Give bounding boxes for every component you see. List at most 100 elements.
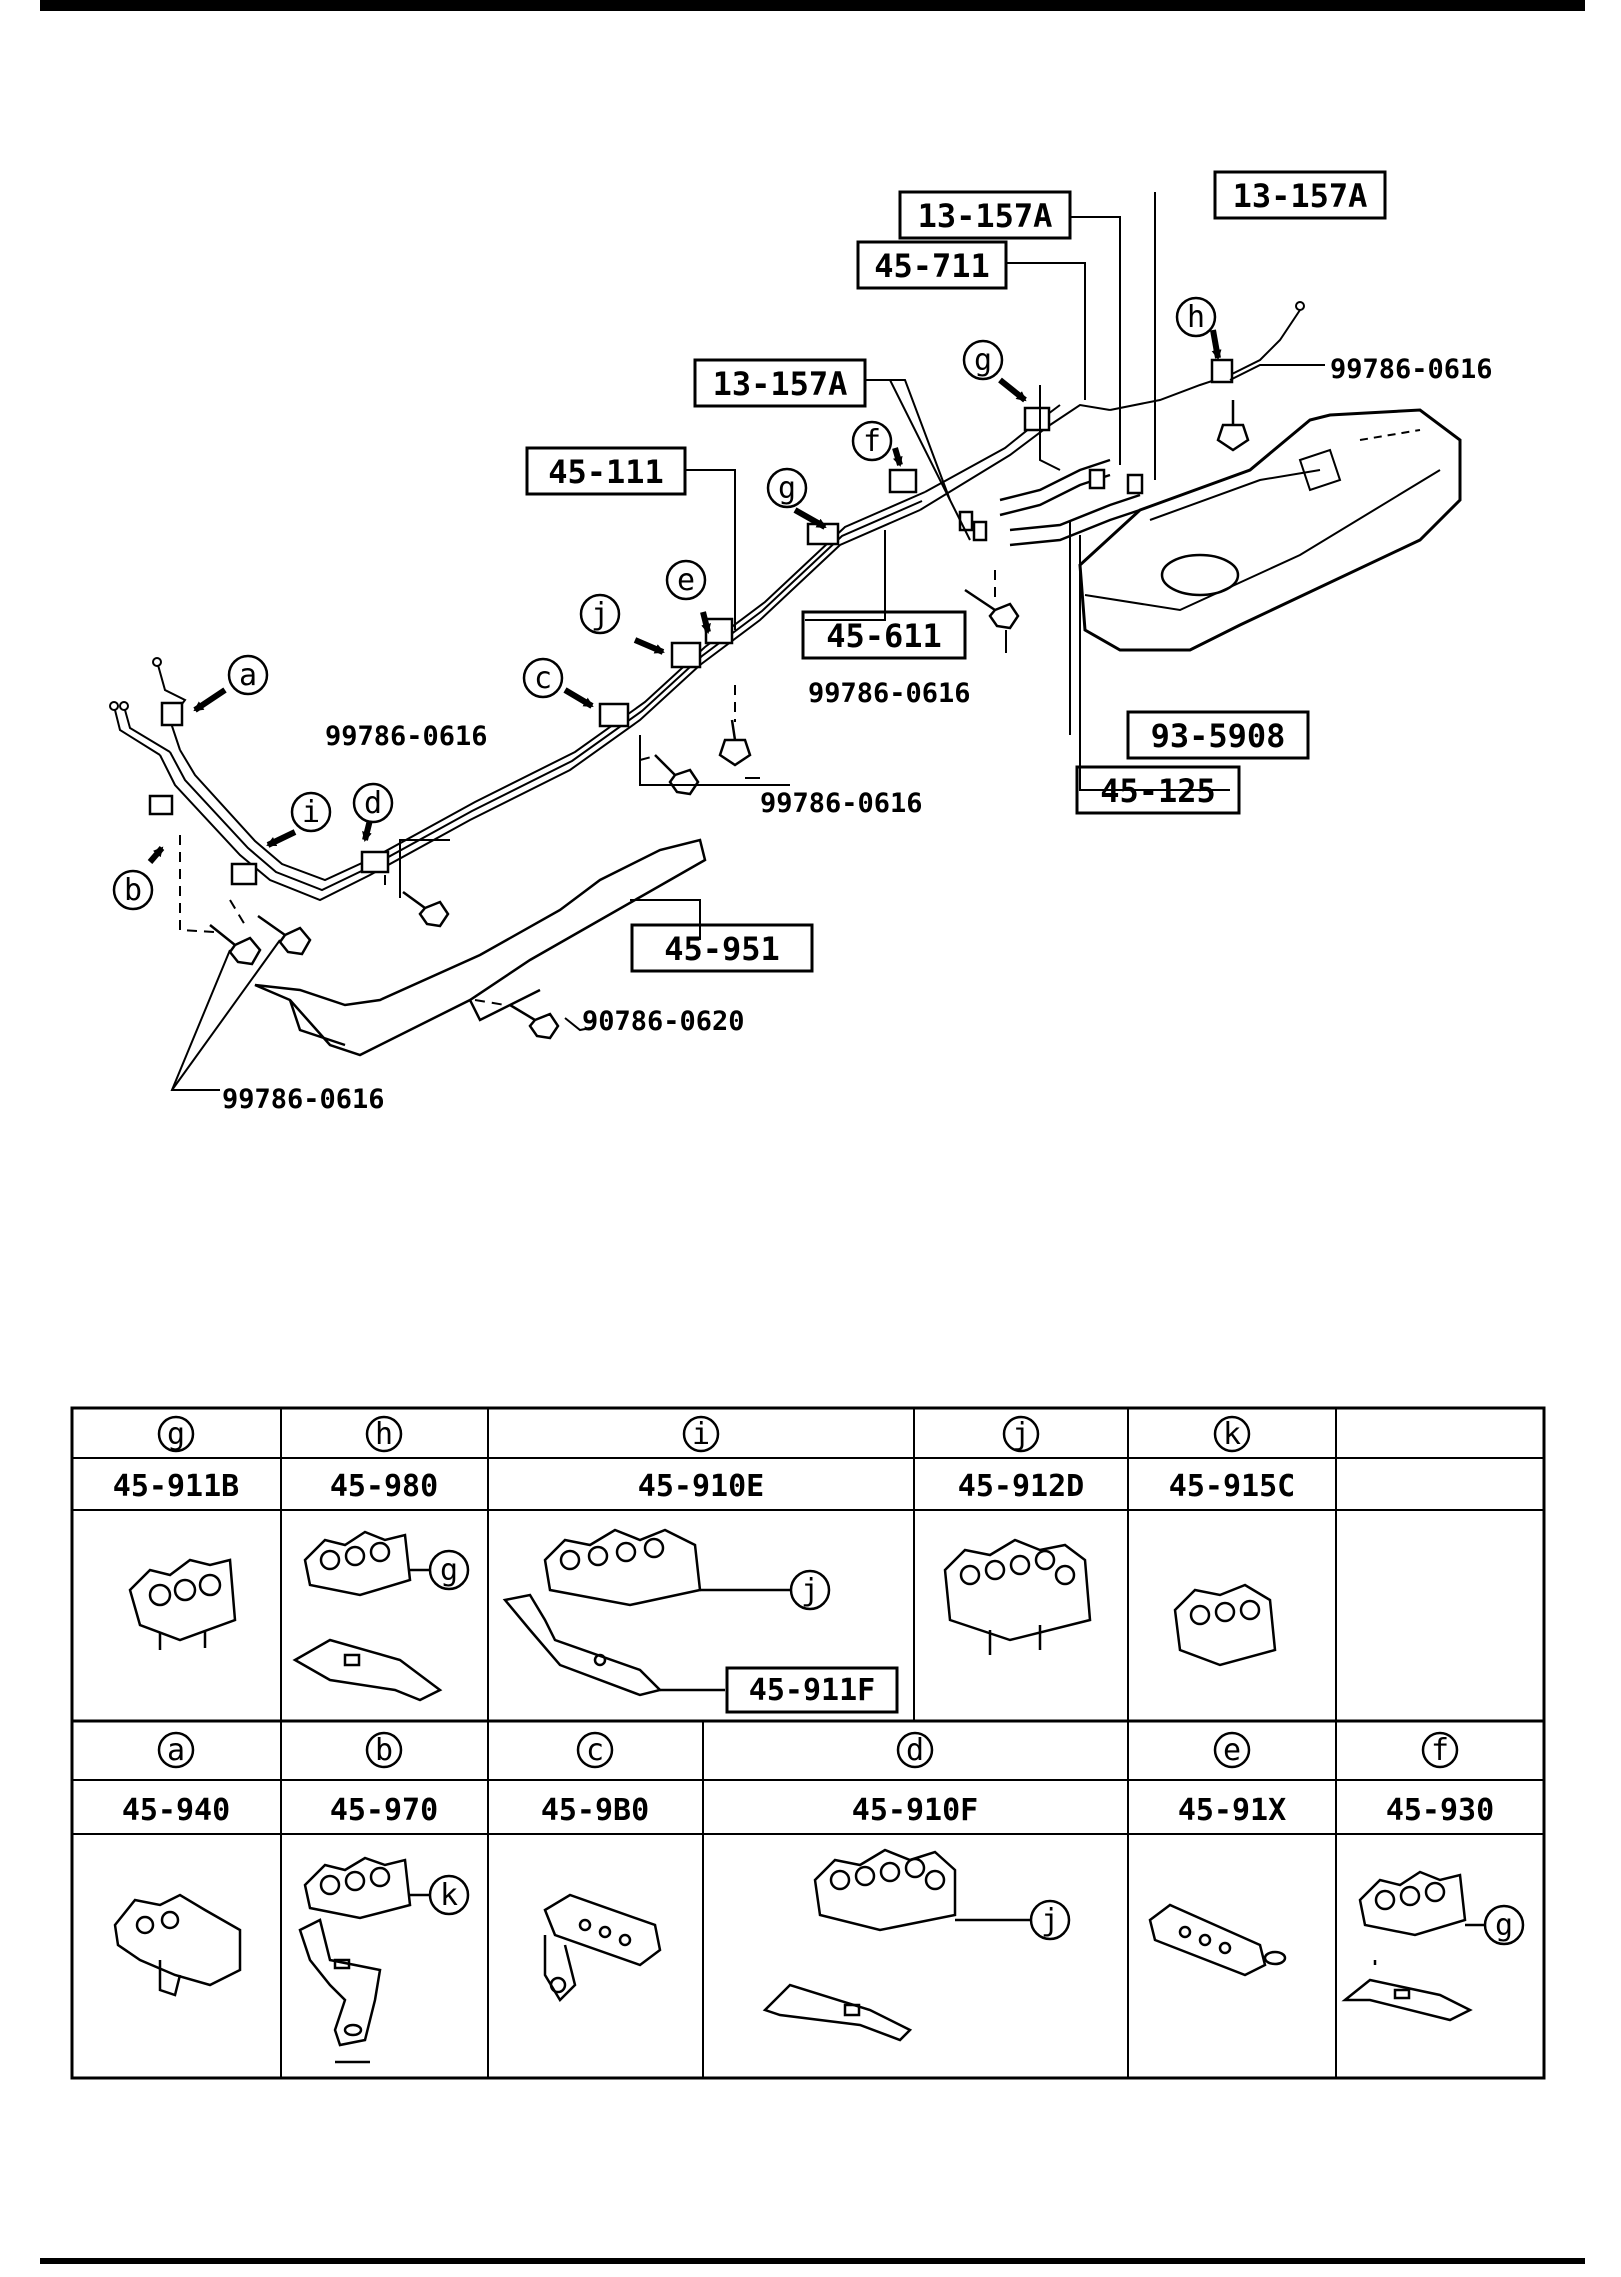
- svg-text:f: f: [1431, 1733, 1449, 1768]
- callout-j: j: [579, 593, 621, 635]
- svg-text:45-111: 45-111: [548, 453, 664, 491]
- svg-text:j: j: [1041, 1903, 1059, 1938]
- pipe-clips: [148, 358, 1234, 886]
- part-number-labels: 99786-0616 99786-0616 99786-0616 99786-0…: [222, 354, 1493, 1115]
- table-cell-g: g 45-911B: [113, 1415, 239, 1504]
- pipe-protector: [254, 838, 707, 1057]
- leader-lines: [170, 192, 1325, 1091]
- table-cell-h: h 45-980: [330, 1415, 438, 1504]
- svg-text:b: b: [124, 873, 142, 908]
- svg-text:45-915C: 45-915C: [1169, 1469, 1295, 1504]
- exploded-view: [109, 192, 1462, 1091]
- svg-text:45-91X: 45-91X: [1178, 1793, 1286, 1828]
- callout-i: i: [290, 791, 332, 833]
- ref-box-13-157a-2: 13-157A: [1213, 170, 1387, 220]
- ref-box-45-111: 45-111: [525, 446, 687, 496]
- bolt: [654, 754, 700, 796]
- clip-drawing-f: [1341, 1870, 1525, 2022]
- ref-box-13-157a-3: 13-157A: [693, 358, 867, 408]
- svg-text:e: e: [1223, 1733, 1241, 1768]
- table-cell-b: b 45-970: [330, 1731, 438, 1828]
- svg-text:h: h: [375, 1417, 393, 1452]
- svg-text:45-940: 45-940: [122, 1793, 230, 1828]
- svg-text:45-930: 45-930: [1386, 1793, 1494, 1828]
- callout-b: b: [112, 869, 154, 911]
- table-cell-i: i 45-910E: [638, 1415, 764, 1504]
- clip-table: g 45-911B h 45-980 i 45-910E j 45-912D k…: [70, 1406, 1546, 2080]
- svg-text:b: b: [375, 1733, 393, 1768]
- svg-text:45-970: 45-970: [330, 1793, 438, 1828]
- svg-text:g: g: [974, 343, 992, 378]
- callout-d: d: [352, 782, 394, 824]
- svg-text:g: g: [1495, 1908, 1513, 1943]
- callout-h: h: [1175, 296, 1217, 338]
- svg-text:13-157A: 13-157A: [713, 365, 848, 403]
- svg-text:j: j: [801, 1573, 819, 1608]
- part-number: 99786-0616: [222, 1084, 385, 1115]
- ref-box-13-157a-1: 13-157A: [898, 190, 1072, 240]
- clip-drawing-k: [1173, 1583, 1277, 1667]
- part-number: 99786-0616: [760, 788, 923, 819]
- clip-drawing-j: [943, 1538, 1092, 1655]
- clip-ref-letters: g j 45-911F k j g: [440, 1553, 1513, 1943]
- svg-text:f: f: [863, 424, 881, 459]
- table-cell-j: j 45-912D: [958, 1415, 1084, 1504]
- callout-c: c: [522, 657, 564, 699]
- table-cell-k: k 45-915C: [1169, 1415, 1295, 1504]
- svg-text:d: d: [364, 786, 382, 821]
- clip-drawing-b: [298, 1856, 470, 2064]
- callout-arrows: [147, 329, 1222, 864]
- svg-text:c: c: [586, 1733, 604, 1768]
- svg-text:j: j: [1012, 1417, 1030, 1452]
- svg-text:g: g: [167, 1417, 185, 1452]
- callout-a: a: [227, 654, 269, 696]
- clip-drawing-i: [502, 1528, 899, 1714]
- part-number: 99786-0616: [808, 678, 971, 709]
- part-number: 99786-0616: [1330, 354, 1493, 385]
- ref-box-45-711: 45-711: [856, 240, 1008, 290]
- svg-text:e: e: [677, 563, 695, 598]
- bolt: [718, 719, 752, 767]
- clip-drawing-d: [762, 1848, 1071, 2042]
- svg-text:45-980: 45-980: [330, 1469, 438, 1504]
- svg-text:i: i: [302, 795, 320, 830]
- part-number: 99786-0616: [325, 721, 488, 752]
- bolt: [964, 588, 1020, 630]
- ref-box-45-125: 45-125: [1075, 765, 1241, 815]
- clip-illustrations: [113, 1528, 1525, 2064]
- svg-text:45-910F: 45-910F: [852, 1793, 978, 1828]
- svg-text:45-611: 45-611: [826, 617, 942, 655]
- callout-g-upper: g: [962, 339, 1004, 381]
- bolt: [509, 1003, 560, 1040]
- part-number: 90786-0620: [582, 1006, 745, 1037]
- bolt: [1216, 400, 1250, 452]
- svg-text:d: d: [906, 1733, 924, 1768]
- svg-text:93-5908: 93-5908: [1151, 717, 1286, 755]
- svg-text:k: k: [440, 1878, 458, 1913]
- bolt: [257, 914, 312, 956]
- fuel-tank: [1078, 408, 1462, 652]
- fuel-pipe-bundle: [159, 491, 926, 902]
- callout-g-lower: g: [766, 467, 808, 509]
- svg-text:45-912D: 45-912D: [958, 1469, 1084, 1504]
- svg-text:45-910E: 45-910E: [638, 1469, 764, 1504]
- svg-text:45-911B: 45-911B: [113, 1469, 239, 1504]
- svg-text:13-157A: 13-157A: [1233, 177, 1368, 215]
- ref-box-93-5908: 93-5908: [1126, 710, 1310, 760]
- clip-drawing-c: [543, 1893, 662, 2003]
- table-cell-f: f 45-930: [1386, 1731, 1494, 1828]
- bolt: [209, 924, 262, 966]
- ref-box-45-951: 45-951: [630, 923, 814, 973]
- pipe-upper-right: [919, 301, 1305, 511]
- ref-box-45-611: 45-611: [801, 610, 967, 660]
- svg-text:j: j: [591, 597, 609, 632]
- clip-drawing-e: [1148, 1903, 1287, 1977]
- clip-drawing-h: [292, 1530, 470, 1702]
- table-cell-e: e 45-91X: [1178, 1731, 1286, 1828]
- svg-text:a: a: [239, 658, 257, 693]
- callout-e: e: [665, 559, 707, 601]
- svg-text:k: k: [1223, 1417, 1241, 1452]
- table-cell-a: a 45-940: [122, 1731, 230, 1828]
- svg-text:45-711: 45-711: [874, 247, 990, 285]
